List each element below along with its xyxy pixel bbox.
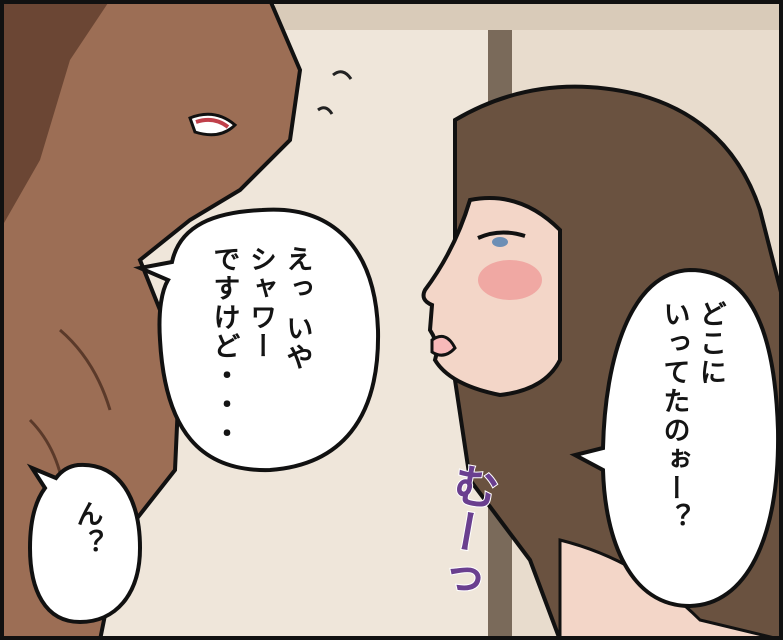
bubble-text-man-question: ん？ (71, 500, 103, 558)
worry-mark (317, 106, 334, 115)
speech-bubble-man-reply (133, 207, 381, 473)
woman-lips (430, 334, 457, 357)
speech-bubble-woman-question (569, 267, 781, 609)
ceiling-trim (275, 0, 783, 30)
woman-iris (492, 237, 508, 247)
woman-blush (478, 260, 542, 300)
woman-eye (477, 230, 526, 240)
bubble-text-woman-question: どこに いってたのぉー？ (658, 300, 726, 532)
man-mouth-inner (195, 117, 230, 129)
man-hair-shadow (0, 0, 110, 230)
worry-mark (332, 70, 353, 80)
man-collarbone (59, 328, 112, 411)
bubble-text-man-reply: えっ いや シャワー ですけど・・・ (208, 245, 313, 448)
woman-face (421, 196, 562, 398)
speech-bubble-man-question (26, 462, 143, 625)
